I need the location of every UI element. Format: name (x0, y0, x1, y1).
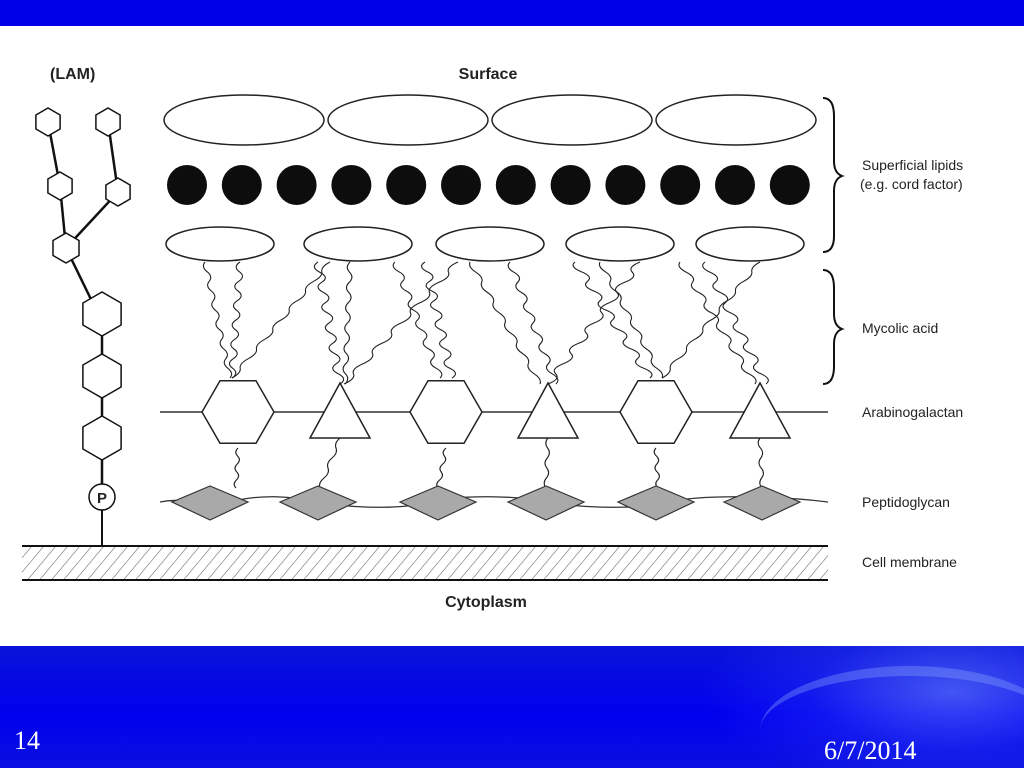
cord-factor-dot (167, 165, 207, 205)
slide-number: 14 (14, 726, 40, 755)
cord-factor-dot (331, 165, 372, 205)
lipid-oval-small (565, 226, 675, 262)
mycolic-acid-chain (547, 261, 641, 385)
lipid-oval (655, 94, 817, 146)
ag-pg-link (436, 447, 447, 489)
lipid-oval-small (435, 226, 545, 262)
arabinogalactan-hexagon (201, 380, 275, 444)
lam-label: (LAM) (50, 66, 95, 83)
mycolic-acid-brace (822, 269, 845, 385)
cord-factor-dot (221, 165, 262, 205)
ag-pg-link (318, 437, 341, 489)
mycolic-acid-chain (661, 261, 761, 379)
cell-membrane-label: Cell membrane (862, 554, 957, 570)
lam-small-hexagon (95, 107, 121, 137)
lam-chain (35, 107, 131, 484)
peptidoglycan-units (170, 485, 802, 521)
peptidoglycan-diamond (278, 485, 358, 521)
ag-pg-link (543, 437, 550, 489)
lam-small-hexagon (105, 177, 131, 207)
footer-band (0, 646, 1024, 768)
cord-factor-dot (495, 165, 536, 205)
superficial-lipids-brace (822, 97, 845, 253)
peptidoglycan-diamond (506, 485, 586, 521)
mycolic-acid-chain (392, 261, 443, 379)
mycolic-acid-chain (342, 261, 353, 385)
arabinogalactan-triangle (516, 381, 580, 439)
mycolic-acid-chain (228, 261, 244, 379)
mycolic-acid-chain (507, 261, 559, 385)
cell-wall-diagram: P (LAM) Surface Cytoplasm Superficial li… (22, 66, 963, 611)
lipid-oval (327, 94, 489, 146)
peptidoglycan-diamond (616, 485, 696, 521)
lam-small-hexagon (35, 107, 61, 137)
arabinogalactan-triangle (308, 381, 372, 439)
lipid-oval-small (165, 226, 275, 262)
decorative-swoosh-arc (760, 666, 1024, 768)
arabinogalactan-label: Arabinogalactan (862, 404, 963, 420)
arabinogalactan-peptidoglycan-links (233, 437, 764, 489)
arabinogalactan-triangle (728, 381, 792, 439)
mycolic-acid-chain (343, 261, 459, 385)
cord-factor-dots (167, 165, 810, 205)
mycolic-acid-chain (598, 261, 664, 379)
phosphate-label: P (97, 490, 107, 507)
arabinogalactan-units (201, 380, 792, 444)
superficial-lipids-label: Superficial lipids (862, 157, 963, 173)
lam-small-hexagon (47, 171, 73, 201)
peptidoglycan-diamond (398, 485, 478, 521)
surface-label: Surface (459, 66, 518, 83)
lipid-oval (491, 94, 653, 146)
cord-factor-dot (769, 165, 810, 205)
lipid-oval (163, 94, 325, 146)
arabinogalactan-hexagon (619, 380, 693, 444)
peptidoglycan-diamond (170, 485, 250, 521)
lam-large-hexagon (82, 415, 122, 461)
phosphate-circle (88, 483, 116, 511)
mycolic-acid-chain (313, 261, 345, 385)
peptidoglycan-diamond (722, 485, 802, 521)
cord-factor-dot (660, 165, 701, 205)
ag-pg-link (757, 437, 764, 489)
mycolic-acid-chain (572, 261, 653, 379)
cord-factor-dot (386, 165, 427, 205)
ag-pg-link (653, 447, 660, 489)
superficial-lipid-ovals-lower (165, 226, 805, 262)
lam-large-hexagon (82, 353, 122, 399)
cytoplasm-label: Cytoplasm (445, 594, 527, 611)
slide-date: 6/7/2014 (824, 736, 917, 765)
mycolic-acid-label: Mycolic acid (862, 320, 938, 336)
cord-factor-dot (276, 165, 317, 205)
lipid-oval-small (695, 226, 805, 262)
top-title-bar (0, 0, 1024, 26)
mycolic-acid-chain (702, 261, 769, 385)
superficial-lipid-ovals-top (163, 94, 817, 146)
arabinogalactan-hexagon (409, 380, 483, 444)
lipid-oval-small (303, 226, 413, 262)
cord-factor-dot (550, 165, 591, 205)
cord-factor-dot (441, 165, 481, 205)
lam-small-hexagon (52, 232, 80, 264)
mycolic-acid-chain (202, 261, 233, 379)
cord-factor-dot (605, 165, 646, 205)
mycolic-acid-chain (678, 261, 757, 385)
lam-large-hexagon (82, 291, 122, 337)
cord-factor-dot (715, 165, 755, 205)
mycolic-acid-chain (231, 261, 331, 379)
cord-factor-label: (e.g. cord factor) (860, 176, 963, 192)
peptidoglycan-label: Peptidoglycan (862, 494, 950, 510)
mycolic-acid-chain (421, 261, 456, 379)
mycolic-acid-chains (202, 261, 769, 385)
ag-pg-link (233, 447, 240, 489)
cell-membrane (22, 545, 828, 581)
mycolic-acid-chain (469, 261, 541, 385)
